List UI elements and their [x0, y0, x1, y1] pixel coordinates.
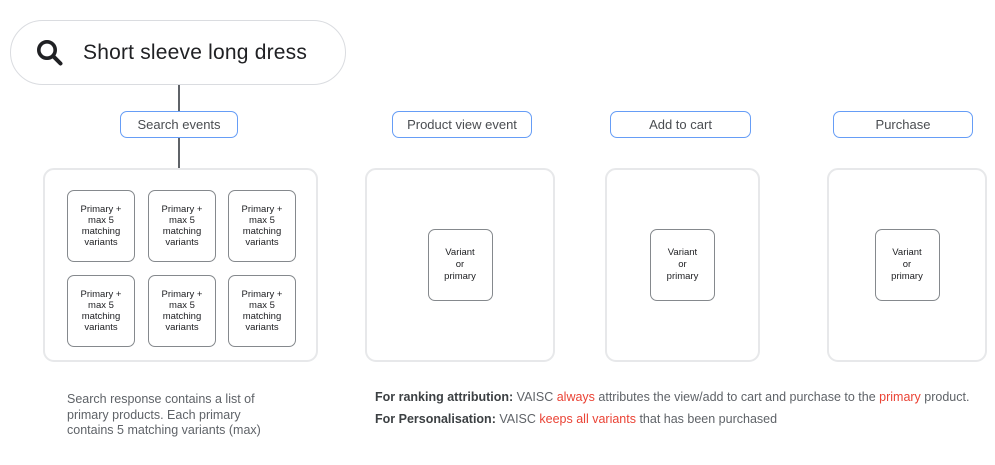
personalisation-note-highlight: keeps all variants — [539, 412, 636, 426]
add-to-cart-label: Add to cart — [649, 117, 712, 132]
personalisation-note-text: VAISC — [495, 412, 540, 426]
search-icon — [34, 37, 65, 68]
ranking-attribution-note: For ranking attribution: VAISC always at… — [375, 390, 969, 404]
ranking-note-text: VAISC — [513, 390, 557, 404]
ranking-note-text: product. — [920, 390, 970, 404]
primary-variants-box: Primary + max 5 matching variants — [148, 275, 216, 347]
product-view-event-button[interactable]: Product view event — [392, 111, 532, 138]
ranking-note-label: For ranking attribution: — [375, 390, 514, 404]
search-response-caption: Search response contains a list of prima… — [67, 392, 261, 437]
primary-variants-box: Primary + max 5 matching variants — [67, 275, 135, 347]
connector-line-search-events-to-results — [178, 138, 180, 168]
product-view-event-label: Product view event — [407, 117, 517, 132]
primary-variants-box: Primary + max 5 matching variants — [228, 275, 296, 347]
add-to-cart-container: Variant or primary — [605, 168, 760, 362]
search-events-container: Primary + max 5 matching variants Primar… — [43, 168, 318, 362]
purchase-button[interactable]: Purchase — [833, 111, 973, 138]
personalisation-note-label: For Personalisation: — [375, 412, 496, 426]
personalisation-note-text: that has been purchased — [635, 412, 778, 426]
search-events-button[interactable]: Search events — [120, 111, 238, 138]
connector-line-pill-to-search-events — [178, 85, 180, 112]
variant-or-primary-box: Variant or primary — [650, 229, 715, 301]
primary-variants-box: Primary + max 5 matching variants — [228, 190, 296, 262]
add-to-cart-button[interactable]: Add to cart — [610, 111, 751, 138]
ranking-note-highlight-primary: primary — [879, 390, 921, 404]
primary-variants-box: Primary + max 5 matching variants — [148, 190, 216, 262]
variant-or-primary-box: Variant or primary — [874, 229, 940, 301]
product-view-container: Variant or primary — [365, 168, 555, 362]
search-input[interactable]: Short sleeve long dress — [10, 20, 346, 85]
search-events-label: Search events — [137, 117, 221, 132]
ranking-note-highlight-always: always — [556, 390, 595, 404]
purchase-label: Purchase — [875, 117, 931, 132]
variant-or-primary-box: Variant or primary — [427, 229, 493, 301]
personalisation-note: For Personalisation: VAISC keeps all var… — [375, 412, 777, 426]
search-query-text[interactable]: Short sleeve long dress — [83, 40, 308, 64]
primary-variants-box: Primary + max 5 matching variants — [67, 190, 135, 262]
purchase-container: Variant or primary — [827, 168, 987, 362]
ranking-note-text: attributes the view/add to cart and purc… — [594, 390, 880, 404]
